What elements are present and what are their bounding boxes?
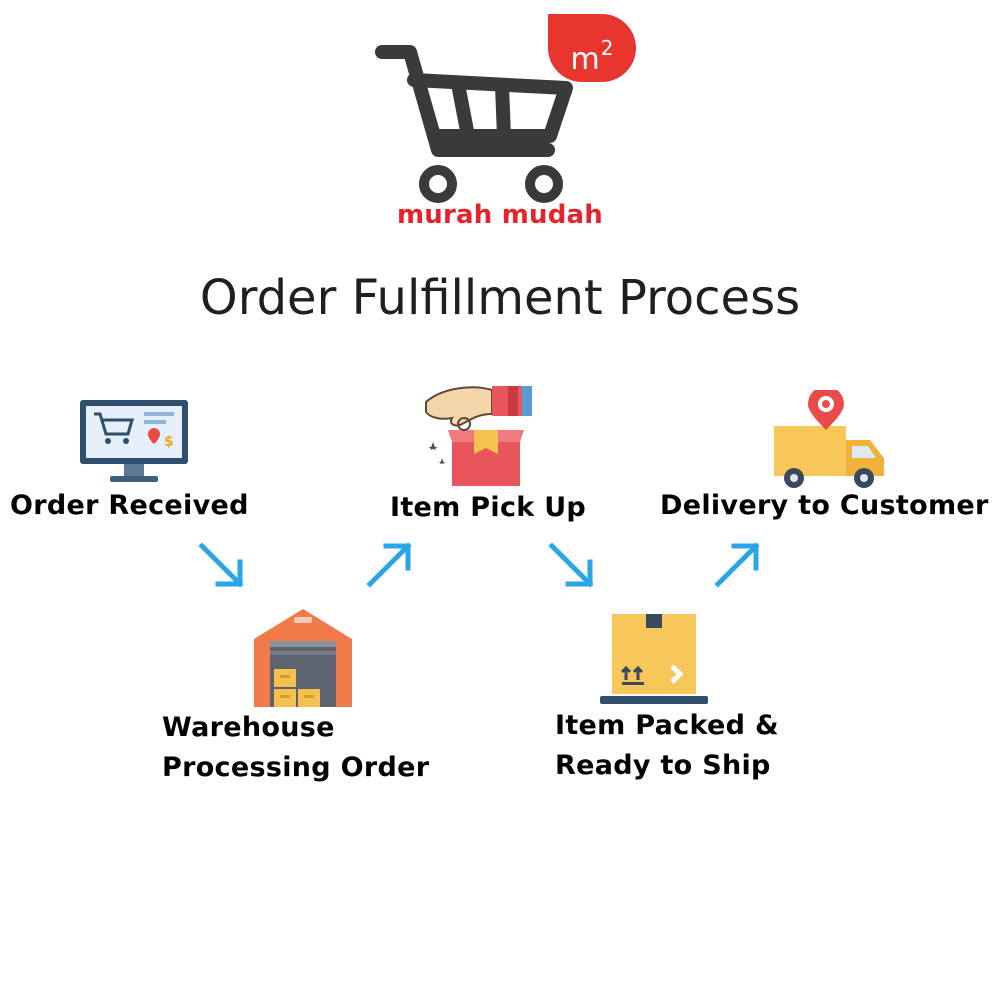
step-label-item-pick-up: Item Pick Up (390, 488, 586, 528)
step-label-line: Item Packed & (555, 710, 779, 741)
brand-name: murah mudah (397, 200, 603, 230)
arrow-up-right-icon (714, 542, 760, 588)
step-label-line: Warehouse (162, 712, 335, 743)
arrow-down-right-icon (198, 542, 244, 588)
hand-picking-box-icon (425, 386, 532, 486)
packed-box-icon (600, 614, 708, 704)
page-title: Order Fulfillment Process (199, 270, 801, 326)
step-label-line: Order Received (10, 490, 249, 521)
step-label-delivery: Delivery to Customer (660, 486, 989, 526)
step-label-line: Item Pick Up (390, 492, 587, 523)
step-label-item-packed: Item Packed & Ready to Ship (555, 706, 779, 786)
logo-badge-exponent: 2 (600, 36, 614, 60)
step-label-warehouse-processing: Warehouse Processing Order (162, 708, 429, 788)
logo-badge: m2 (548, 14, 636, 82)
step-label-order-received: Order Received (10, 486, 249, 526)
svg-text:$: $ (164, 434, 174, 450)
step-label-line: Processing Order (162, 752, 430, 783)
warehouse-icon (254, 609, 352, 707)
arrow-up-right-icon (366, 542, 412, 588)
arrow-down-right-icon (548, 542, 594, 588)
step-label-line: Delivery to Customer (660, 490, 989, 521)
online-order-monitor-icon: $ (80, 400, 188, 482)
delivery-truck-icon (774, 390, 884, 488)
shopping-cart-logo-icon (375, 45, 573, 203)
step-label-line: Ready to Ship (555, 750, 771, 781)
logo-badge-letter: m (570, 42, 600, 77)
